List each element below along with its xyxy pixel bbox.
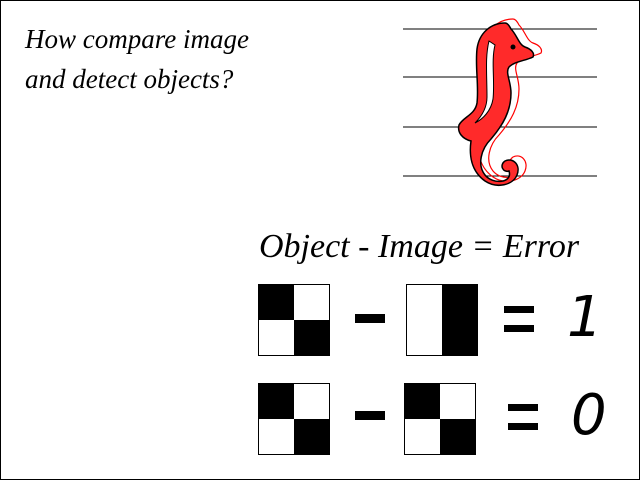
- image-grid-row-2: [404, 383, 476, 455]
- grid-cell: [405, 419, 440, 454]
- question-line-2: and detect objects?: [25, 64, 234, 94]
- result-value-row-1: 1: [567, 285, 603, 350]
- grid-cell: [259, 285, 294, 320]
- grid-cell: [440, 419, 475, 454]
- grid-cell: [405, 384, 440, 419]
- grid-cell: [294, 419, 329, 454]
- minus-sign-row-2: [355, 411, 385, 420]
- image-grid-row-1: [406, 284, 478, 356]
- seahorse-eye: [510, 44, 516, 50]
- minus-sign-row-1: [355, 314, 385, 323]
- grid-cell: [259, 384, 294, 419]
- object-grid-row-2: [258, 383, 330, 455]
- seahorse-highlight: [474, 40, 496, 124]
- equation-title: Object - Image = Error: [259, 228, 580, 265]
- grid-cell: [259, 320, 294, 355]
- equals-sign-row-1: [504, 306, 534, 332]
- grid-cell: [407, 285, 442, 320]
- grid-cell: [407, 320, 442, 355]
- grid-cell: [442, 285, 477, 320]
- question-line-1: How compare image: [25, 24, 249, 54]
- grid-cell: [442, 320, 477, 355]
- object-grid-row-1: [258, 284, 330, 356]
- grid-cell: [294, 285, 329, 320]
- grid-cell: [440, 384, 475, 419]
- grid-cell: [259, 419, 294, 454]
- seahorse-body: [457, 22, 535, 187]
- grid-cell: [294, 320, 329, 355]
- grid-cell: [294, 384, 329, 419]
- question-text: How compare image and detect objects?: [25, 19, 249, 99]
- seahorse-icon: [403, 18, 597, 187]
- result-value-row-2: 0: [571, 383, 607, 448]
- equals-sign-row-2: [508, 404, 538, 430]
